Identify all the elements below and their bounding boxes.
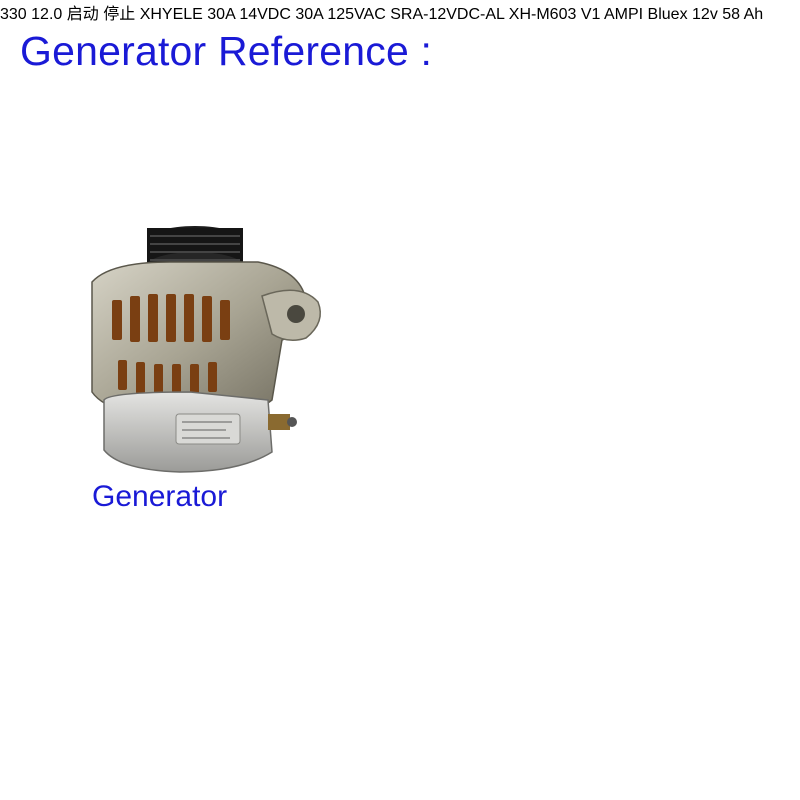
page-title: Generator Reference :: [20, 28, 433, 74]
mount-hole: 330 12.0 启动 停止: [0, 6, 604, 23]
inductor-code: 330: [0, 6, 27, 23]
board-model-version: V1: [580, 6, 601, 23]
mount-hole: 330 12.0 启动 停止: [0, 6, 604, 23]
jumper: XH-M603 V1: [509, 6, 604, 23]
battery-image: AMPI Bluex 12v 58 Ah: [604, 6, 763, 23]
voltage-display: 12.0: [31, 6, 67, 23]
charger-control-board: 330 12.0 启动 停止: [0, 6, 604, 23]
board-model: XH-M603: [508, 6, 577, 23]
mount-hole: 330 12.0 启动 停止: [0, 6, 604, 23]
battery-brand-right: Bluex: [647, 6, 688, 23]
battery-spec: 12v 58 Ah: [692, 6, 764, 23]
ic-chip: 12.0 启动 停止 XHYELE 30A 14VDC 30A 125VAC: [31, 6, 604, 23]
display-readout: 12.0: [31, 6, 63, 23]
ic-chip: 12.0 启动 停止 XHYELE 30A 14VDC 30A 125VAC: [31, 6, 604, 23]
relay-brand: XHYELE: [139, 6, 203, 23]
relay-rating-ac: 30A 125VAC: [295, 6, 386, 23]
stop-label: 停止: [103, 6, 136, 23]
battery-positive-terminal: AMPI Bluex 12v 58 Ah: [604, 6, 763, 23]
generator-label: Generator: [92, 480, 228, 513]
battery-negative-terminal: AMPI Bluex 12v 58 Ah: [604, 6, 763, 23]
status-led: XH-M603 V1: [509, 6, 604, 23]
relay-model: SRA-12VDC-AL: [390, 6, 505, 23]
generator-image: [91, 226, 321, 473]
battery-brand-left: AMPI: [603, 6, 644, 23]
start-label: 启动: [66, 6, 99, 23]
relay: XHYELE 30A 14VDC 30A 125VAC SRA-12VDC-AL: [140, 6, 509, 23]
inductor: 330: [0, 6, 31, 23]
relay-rating-dc: 30A 14VDC: [207, 6, 291, 23]
